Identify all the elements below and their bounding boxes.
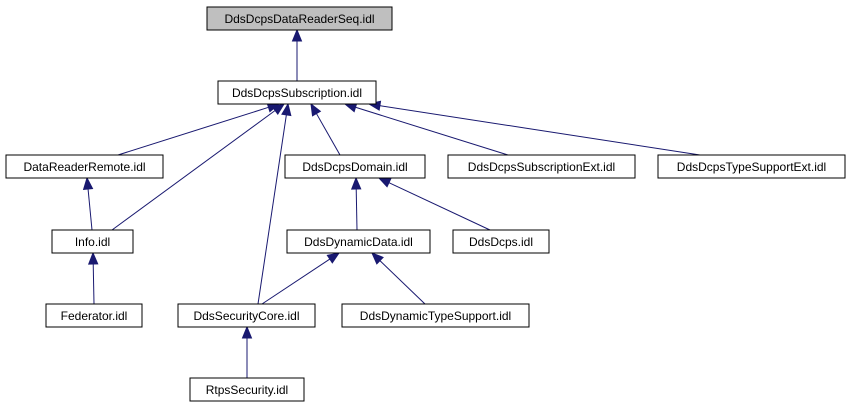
node-label: RtpsSecurity.idl bbox=[206, 383, 288, 397]
node-ddsdcpssubscription[interactable]: DdsDcpsSubscription.idl bbox=[217, 80, 377, 105]
arrowhead-icon bbox=[310, 102, 322, 117]
arrowhead-icon bbox=[350, 176, 362, 190]
node-rtpssecurity[interactable]: RtpsSecurity.idl bbox=[189, 377, 305, 402]
edge-typesupportext-to-subscription bbox=[379, 105, 701, 156]
edge-dcps-to-domain bbox=[388, 182, 491, 231]
edge-domain-to-subscription bbox=[316, 113, 341, 156]
edge-securitycore-to-dynamicdata bbox=[261, 258, 331, 305]
edges bbox=[82, 28, 701, 378]
edge-datareaderremote-to-subscription bbox=[117, 106, 269, 156]
node-ddsdcpstypesupportext[interactable]: DdsDcpsTypeSupportExt.idl bbox=[657, 154, 846, 179]
edge-federator-to-info bbox=[92, 263, 95, 305]
edge-dynamictypesupport-to-dynamicdata bbox=[379, 260, 426, 305]
node-federator[interactable]: Federator.idl bbox=[45, 303, 143, 328]
arrowhead-icon bbox=[326, 252, 341, 264]
edge-securitycore-to-subscription bbox=[257, 114, 287, 305]
node-ddsdcpssubscriptionext[interactable]: DdsDcpsSubscriptionExt.idl bbox=[447, 154, 636, 179]
node-ddssecuritycore[interactable]: DdsSecurityCore.idl bbox=[177, 303, 316, 328]
edge-dynamicdata-to-domain bbox=[355, 188, 358, 231]
node-ddsdcpsdatareaderseq[interactable]: DdsDcpsDataReaderSeq.idl bbox=[206, 6, 393, 31]
node-label: Federator.idl bbox=[61, 309, 128, 323]
node-ddsdynamicdata[interactable]: DdsDynamicData.idl bbox=[286, 229, 431, 254]
node-label: Info.idl bbox=[75, 235, 110, 249]
node-label: DdsDcpsDomain.idl bbox=[302, 160, 407, 174]
edge-info-to-subscription bbox=[111, 110, 276, 231]
node-label: DdsDynamicTypeSupport.idl bbox=[360, 309, 511, 323]
node-info[interactable]: Info.idl bbox=[51, 229, 134, 254]
arrowhead-icon bbox=[87, 251, 99, 265]
edge-subscriptionext-to-subscription bbox=[355, 106, 509, 156]
node-label: DdsDcpsTypeSupportExt.idl bbox=[677, 160, 826, 174]
node-label: DdsDynamicData.idl bbox=[304, 235, 413, 249]
arrowhead-icon bbox=[82, 176, 94, 190]
arrowhead-icon bbox=[241, 325, 253, 339]
arrowhead-icon bbox=[371, 252, 384, 265]
arrowhead-icon bbox=[291, 28, 303, 42]
node-ddsdcpsdomain[interactable]: DdsDcpsDomain.idl bbox=[284, 154, 426, 179]
node-label: DdsDcpsSubscription.idl bbox=[232, 86, 362, 100]
arrowhead-icon bbox=[271, 103, 286, 116]
node-label: DataReaderRemote.idl bbox=[23, 160, 145, 174]
arrowhead-icon bbox=[377, 177, 392, 188]
node-label: DdsSecurityCore.idl bbox=[193, 309, 299, 323]
node-datareaderremote[interactable]: DataReaderRemote.idl bbox=[5, 154, 164, 179]
node-ddsdynamictypesupport[interactable]: DdsDynamicTypeSupport.idl bbox=[341, 303, 530, 328]
node-label: DdsDcpsDataReaderSeq.idl bbox=[224, 12, 374, 26]
node-label: DdsDcpsSubscriptionExt.idl bbox=[468, 160, 615, 174]
edge-info-to-datareaderremote bbox=[87, 188, 93, 231]
node-label: DdsDcps.idl bbox=[469, 235, 533, 249]
node-ddsdcps[interactable]: DdsDcps.idl bbox=[452, 229, 550, 254]
arrowhead-icon bbox=[281, 102, 292, 117]
